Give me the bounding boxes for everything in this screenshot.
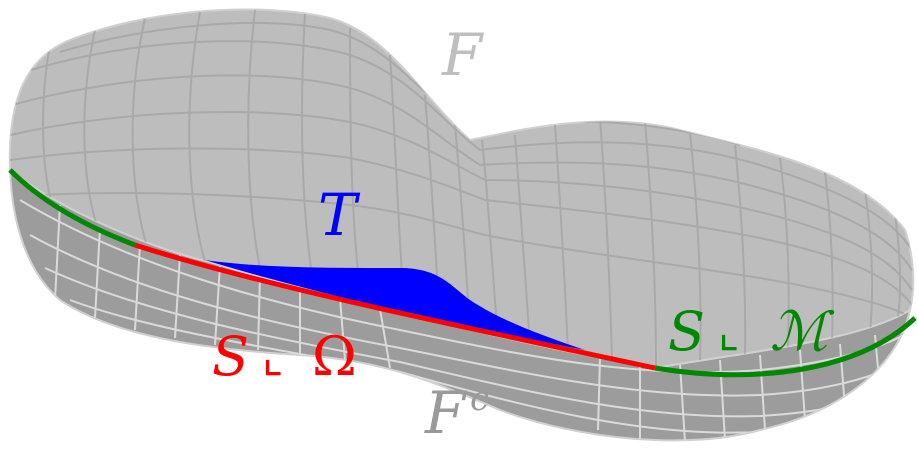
svg-text:F: F — [424, 379, 467, 447]
label-F-complement: F c — [424, 379, 489, 447]
top-mesh — [9, 9, 913, 367]
label-F: F — [441, 21, 484, 89]
svg-text:ℳ: ℳ — [770, 300, 835, 363]
label-S-restrict-M: S ⌞ ℳ — [668, 300, 835, 363]
svg-text:⌞: ⌞ — [718, 304, 740, 358]
green-curve-left — [8, 168, 136, 248]
svg-text:S: S — [212, 325, 249, 388]
svg-text:Ω: Ω — [312, 325, 357, 388]
svg-text:⌞: ⌞ — [262, 329, 284, 383]
label-T: T — [318, 181, 361, 249]
svg-text:c: c — [470, 379, 489, 419]
t-region — [205, 260, 585, 350]
label-S-restrict-omega: S ⌞ Ω — [212, 325, 357, 388]
svg-text:S: S — [668, 300, 705, 363]
red-curve — [134, 242, 656, 371]
green-curve-right — [654, 316, 917, 378]
